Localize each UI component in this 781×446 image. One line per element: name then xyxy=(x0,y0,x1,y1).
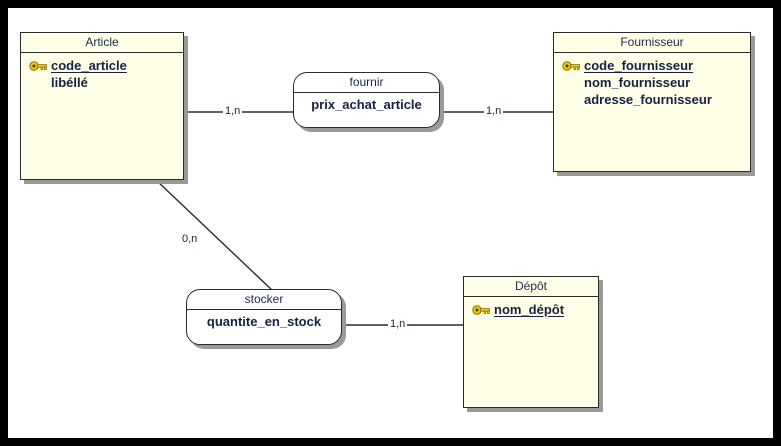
cardinality-article-fournir: 1,n xyxy=(223,105,243,117)
relationship-stocker[interactable]: stocker quantite_en_stock xyxy=(186,289,342,345)
cardinality-stocker-depot: 1,n xyxy=(388,318,408,330)
diagram-canvas[interactable]: Article code_article libéllé xyxy=(8,8,773,438)
attribute-label: code_article xyxy=(51,58,127,73)
attribute-code-fournisseur[interactable]: code_fournisseur xyxy=(554,57,750,74)
entity-fournisseur-title: Fournisseur xyxy=(554,33,750,53)
entity-article[interactable]: Article code_article libéllé xyxy=(20,32,184,180)
link-article-stocker xyxy=(155,179,274,292)
attribute-adresse-fournisseur[interactable]: adresse_fournisseur xyxy=(554,91,750,108)
key-icon xyxy=(29,60,47,71)
attribute-label: code_fournisseur xyxy=(584,58,694,73)
entity-depot-attributes: nom_dépôt xyxy=(464,297,598,318)
attribute-libelle[interactable]: libéllé xyxy=(21,74,183,91)
relationship-stocker-attribute: quantite_en_stock xyxy=(206,314,322,329)
relationship-fournir[interactable]: fournir prix_achat_article xyxy=(293,72,440,128)
attribute-nom-depot[interactable]: nom_dépôt xyxy=(464,301,598,318)
cardinality-fournir-fournisseur: 1,n xyxy=(484,105,504,117)
attribute-label: nom_fournisseur xyxy=(584,75,691,90)
relationship-fournir-attribute: prix_achat_article xyxy=(311,97,422,112)
cardinality-article-stocker: 0,n xyxy=(180,233,200,245)
attribute-nom-fournisseur[interactable]: nom_fournisseur xyxy=(554,74,750,91)
entity-depot[interactable]: Dépôt nom_dépôt xyxy=(463,276,599,408)
relationship-fournir-title: fournir xyxy=(294,73,439,93)
attribute-label: nom_dépôt xyxy=(494,302,565,317)
entity-depot-title: Dépôt xyxy=(464,277,598,297)
attribute-code-article[interactable]: code_article xyxy=(21,57,183,74)
attribute-label: adresse_fournisseur xyxy=(584,92,712,107)
entity-article-attributes: code_article libéllé xyxy=(21,53,183,91)
entity-fournisseur-attributes: code_fournisseur nom_fournisseur adresse… xyxy=(554,53,750,108)
relationship-stocker-title: stocker xyxy=(187,290,341,310)
entity-article-title: Article xyxy=(21,33,183,53)
key-icon xyxy=(562,60,580,71)
key-icon xyxy=(472,304,490,315)
entity-fournisseur[interactable]: Fournisseur code_fournisseur nom_fournis… xyxy=(553,32,751,172)
attribute-label: libéllé xyxy=(51,75,88,90)
